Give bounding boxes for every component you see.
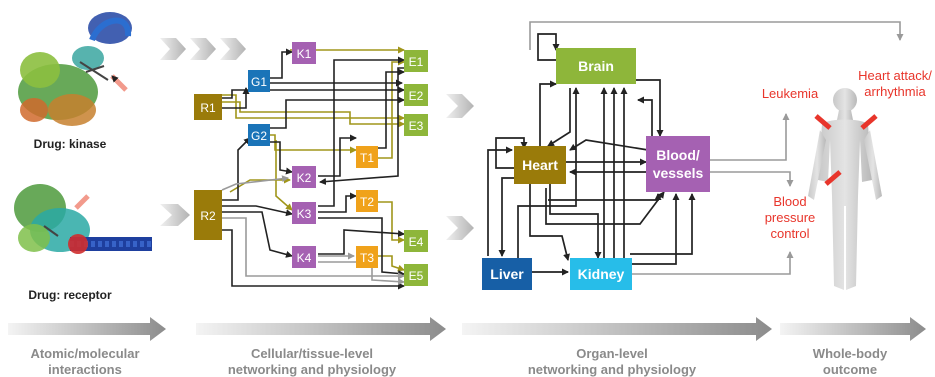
node-E1-label: E1	[409, 55, 424, 69]
kinase-structure-image	[18, 12, 132, 126]
scale-whole-line1: Whole-body	[813, 346, 888, 361]
organ-brain: Brain	[556, 48, 636, 84]
blood-label-line2: vessels	[653, 165, 704, 181]
kidney-label: Kidney	[578, 266, 625, 282]
chevron-to-organ-upper	[446, 94, 474, 118]
node-E4-label: E4	[409, 235, 424, 249]
organ-network-edges	[487, 33, 696, 276]
node-T3: T3	[356, 246, 378, 268]
node-E1: E1	[404, 50, 428, 72]
liver-label: Liver	[490, 266, 524, 282]
node-G2: G2	[248, 124, 270, 146]
node-E2-label: E2	[409, 89, 424, 103]
heart-attack-label-line1: Heart attack/	[858, 68, 932, 83]
scale-organ-line1: Organ-level	[576, 346, 648, 361]
kinase-caption: Drug: kinase	[34, 137, 107, 151]
cellular-network-edges	[221, 46, 405, 290]
node-G2-label: G2	[251, 129, 267, 143]
bp-label-line1: Blood	[773, 194, 806, 209]
scale-arrows	[8, 317, 926, 341]
node-E3: E3	[404, 114, 428, 136]
node-R2-label: R2	[200, 209, 216, 223]
cellular-network-nodes: R1 R2 G1 G2 K1 K2 K3 K4	[194, 42, 428, 286]
scale-organ-line2: networking and physiology	[528, 362, 697, 377]
scale-cellular-line2: networking and physiology	[228, 362, 397, 377]
organ-blood-vessels: Blood/ vessels	[646, 136, 710, 192]
node-K1-label: K1	[297, 47, 312, 61]
scale-atomic-line2: interactions	[48, 362, 122, 377]
node-T3-label: T3	[360, 251, 374, 265]
heart-attack-label-line2: arrhythmia	[864, 84, 926, 99]
node-G1-label: G1	[251, 75, 267, 89]
node-K3-label: K3	[297, 207, 312, 221]
node-T1: T1	[356, 146, 378, 168]
node-T2: T2	[356, 190, 378, 212]
heart-label: Heart	[522, 157, 558, 173]
organ-liver: Liver	[482, 258, 532, 290]
human-body-figure	[808, 88, 882, 290]
node-T2-label: T2	[360, 195, 374, 209]
node-E5: E5	[404, 264, 428, 286]
node-K4-label: K4	[297, 251, 312, 265]
chevron-receptor	[160, 204, 190, 226]
node-T1-label: T1	[360, 151, 374, 165]
brain-label: Brain	[578, 58, 614, 74]
node-E4: E4	[404, 230, 428, 252]
bp-label-line2: pressure	[765, 210, 816, 225]
node-R1-label: R1	[200, 101, 216, 115]
node-E3-label: E3	[409, 119, 424, 133]
chevrons-kinase	[160, 38, 246, 60]
node-R1: R1	[194, 94, 222, 120]
node-K4: K4	[292, 246, 316, 268]
receptor-structure-image	[14, 184, 152, 254]
organ-to-outcome-links	[529, 21, 904, 275]
organ-heart: Heart	[514, 146, 566, 184]
node-K3: K3	[292, 202, 316, 224]
node-R2: R2	[194, 190, 222, 240]
outcome-indicator-arrows	[814, 114, 878, 186]
node-E5-label: E5	[409, 269, 424, 283]
organ-kidney: Kidney	[570, 258, 632, 290]
scale-cellular-line1: Cellular/tissue-level	[251, 346, 373, 361]
chevron-to-organ-lower	[446, 216, 474, 240]
node-K2-label: K2	[297, 171, 312, 185]
leukemia-label: Leukemia	[762, 86, 819, 101]
node-K1: K1	[292, 42, 316, 64]
node-E2: E2	[404, 84, 428, 106]
node-G1: G1	[248, 70, 270, 92]
receptor-caption: Drug: receptor	[28, 288, 112, 302]
blood-label-line1: Blood/	[656, 147, 700, 163]
scale-atomic-line1: Atomic/molecular	[30, 346, 139, 361]
node-K2: K2	[292, 166, 316, 188]
scale-whole-line2: outcome	[823, 362, 877, 377]
bp-label-line3: control	[770, 226, 809, 241]
